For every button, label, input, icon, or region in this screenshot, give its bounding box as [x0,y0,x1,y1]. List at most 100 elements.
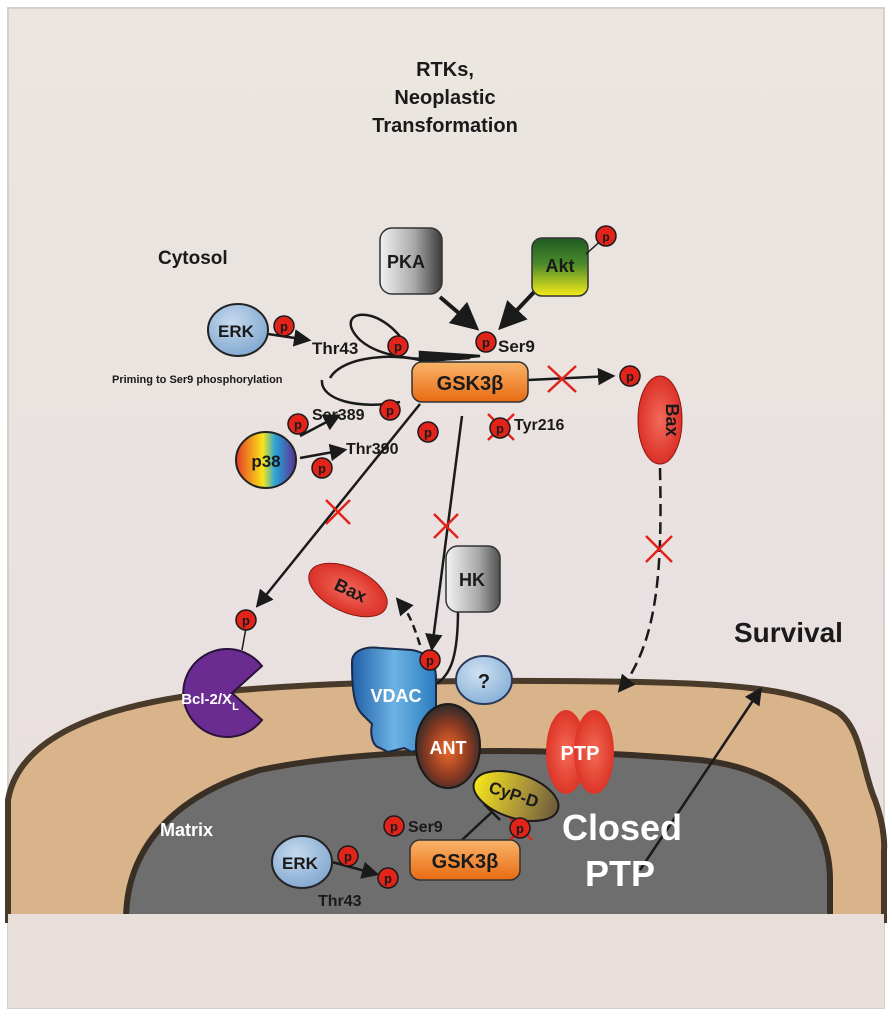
title-line-2: Neoplastic [394,87,495,109]
p38-to-ser389-arrow [299,414,342,438]
priming-note: Priming to Ser9 phosphorylation [112,374,283,386]
svg-text:p: p [424,425,432,440]
phospho-matrix-ser9: p [383,815,405,837]
survival-arrow [638,687,762,871]
svg-text:p: p [318,461,326,476]
cross-gsk-vdac [433,513,459,539]
gsk3b-node [411,361,529,403]
cross-gsk-bcl [325,499,351,525]
svg-text:p: p [426,653,434,668]
bcl-node [182,648,264,738]
phospho-matrix-thr43: p [377,867,399,889]
cross-bax-membrane [645,535,673,563]
phospho-bax-right: p [619,365,641,387]
survival-label: Survival [734,617,843,648]
gsk3b-matrix-label: GSK3β [432,851,499,873]
svg-text:p: p [294,417,302,432]
bcl-phospho-stem [241,627,247,651]
title-line-1: RTKs, [416,59,474,81]
bcl-label: Bcl-2/XL [181,691,239,713]
erk-node [207,303,269,357]
bax-left-node [308,562,388,618]
akt-node [531,237,589,297]
pka-label: PKA [387,252,425,272]
thr43-label: Thr43 [312,339,358,358]
ptp-label: PTP [561,743,600,765]
matrix-ser9-label: Ser9 [408,819,443,836]
phospho-erk: p [273,315,295,337]
phospho-tyr216: p [489,417,511,439]
title-line-3: Transformation [372,115,518,137]
svg-text:p: p [516,821,524,836]
cross-gsk-bax [547,365,577,393]
pathway-arrows [255,288,762,879]
gsk3b-matrix-node [409,839,521,881]
erk-matrix-node [271,835,333,889]
gsk-to-bcl-arrow [255,403,421,608]
matrix-thr43-label: Thr43 [318,893,362,910]
phospho-p38-lower: p [311,457,333,479]
phospho-bcl: p [235,609,257,631]
svg-text:p: p [394,339,402,354]
ant-node [415,703,481,789]
phospho-vdac: p [419,649,441,671]
ant-label: ANT [430,738,467,758]
ptp-left-lobe [546,710,586,794]
akt-label: Akt [545,256,574,276]
phospho-ser389: p [379,399,401,421]
erk-to-thr43-arrow [267,329,312,347]
closed-ptp-line-1: Closed [562,807,682,848]
ser9-label: Ser9 [498,337,535,356]
hk-label: HK [459,570,485,590]
svg-text:p: p [626,369,634,384]
phospho-ser9: p [475,331,497,353]
unknown-protein [455,655,513,705]
svg-text:p: p [390,819,398,834]
svg-text:p: p [384,871,392,886]
phospho-akt: p [595,225,617,247]
svg-text:p: p [344,849,352,864]
erk-label: ERK [218,322,255,341]
phospho-thr390: p [417,421,439,443]
bax-to-membrane-dashed [617,467,662,693]
phospho-sites: p p p p p p p p p p p p p p p p [235,225,641,889]
ser389-label: Ser389 [312,407,365,424]
pka-node [379,227,443,295]
svg-text:p: p [496,421,504,436]
gsk3b-label: GSK3β [437,373,504,395]
gsk-to-bax-arrow [527,367,616,386]
matrix-label: Matrix [160,820,213,840]
ptp-right-lobe [574,710,614,794]
pka-to-ser9-arrow [438,295,480,331]
bax-right-label: Bax [662,403,682,436]
hk-node [445,545,501,613]
bottom-band [8,914,884,1008]
p38-node [235,431,297,489]
erk-matrix-to-thr43-arrow [331,860,380,879]
priming-loop-lower [328,355,421,379]
vdac-label: VDAC [370,686,421,706]
svg-text:p: p [280,319,288,334]
phospho-p38-upper: p [287,413,309,435]
vdac-node [350,646,437,754]
closed-ptp-line-2: PTP [585,853,655,894]
tyr216-label: Tyr216 [514,417,565,434]
bax-right-node [637,375,683,465]
unknown-label: ? [478,671,490,693]
p38-to-thr390-arrow [299,443,348,462]
cypd-node [472,770,560,822]
phospho-cypd: p [509,817,531,839]
svg-text:p: p [386,403,394,418]
gsk-to-vdac-arrow [425,415,464,652]
erk-matrix-label: ERK [282,854,319,873]
p38-label: p38 [251,452,280,471]
phospho-erk-matrix: p [337,845,359,867]
akt-to-ser9-arrow [498,288,538,331]
thr390-label: Thr390 [346,441,399,458]
svg-text:p: p [482,335,490,350]
phospho-thr43: p [387,335,409,357]
priming-wedge [418,350,481,364]
cytosol-label: Cytosol [158,248,228,269]
vdac-to-bax-dashed [395,597,422,646]
